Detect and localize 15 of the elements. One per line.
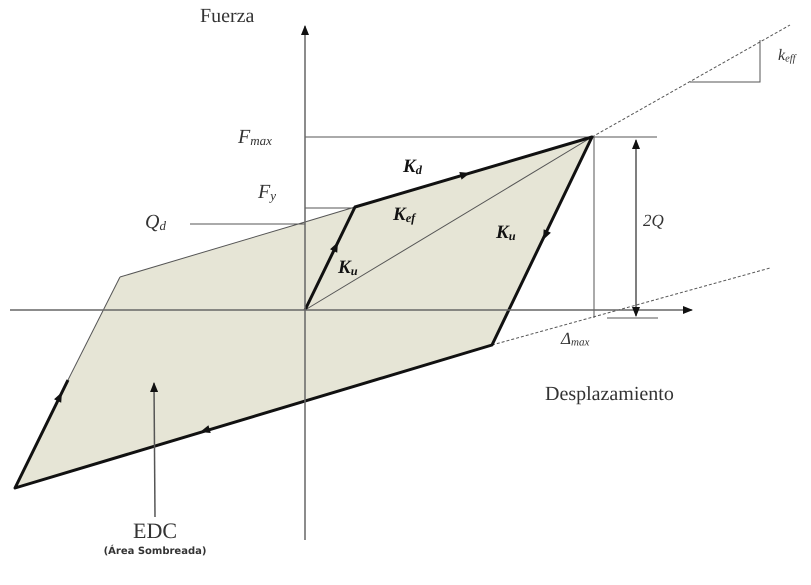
- axis-label: Desplazamiento: [545, 384, 674, 404]
- area-note: (Área Sombreada): [102, 546, 208, 557]
- axis-label: Fuerza: [200, 6, 254, 26]
- axis-label: Δ$_{max}$: [561, 330, 590, 349]
- axis-label: K$_{ef}$: [393, 205, 416, 224]
- axis-label: K$_{u}$: [338, 258, 358, 278]
- axis-label: 2Q: [643, 212, 664, 229]
- axis-label: K$_{u}$: [496, 223, 516, 242]
- axis-label: Q$_{d}$: [145, 212, 166, 232]
- axis-label: F$_{y}$: [258, 182, 276, 202]
- axis-label: K$_{d}$: [403, 157, 422, 176]
- area-label: EDC: [132, 518, 178, 544]
- leader-arrow: [150, 382, 158, 517]
- axis-label: F$_{max}$: [238, 127, 272, 147]
- axis-label: k$_{eff}$: [778, 48, 796, 65]
